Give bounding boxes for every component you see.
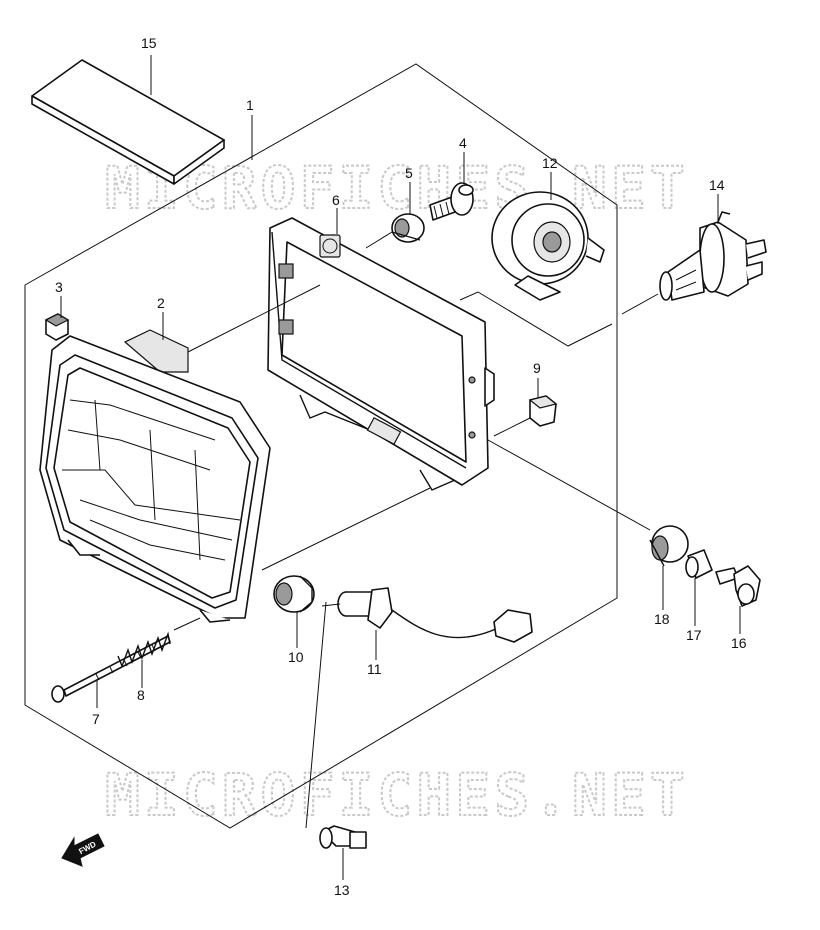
callout-7: 7 [92,711,100,727]
callout-13: 13 [334,882,350,898]
callout-9: 9 [533,360,541,376]
callout-17: 17 [686,627,702,643]
callout-3: 3 [55,279,63,295]
part-6-housing-frame[interactable] [267,217,495,491]
callout-labels: 15 1 3 2 4 5 6 12 14 9 7 8 10 11 13 18 1… [55,35,747,898]
part-11-position-lamp-socket[interactable] [337,587,533,643]
callout-12: 12 [542,155,558,171]
callout-1: 1 [246,97,254,113]
part-14-headlight-bulb[interactable] [659,211,767,301]
part-7-long-screw[interactable] [51,635,171,703]
part-5-grommet[interactable] [391,213,425,243]
part-2-headlight-unit[interactable] [39,329,271,623]
callout-6: 6 [332,192,340,208]
callout-14: 14 [709,177,725,193]
leader-lines [60,55,741,880]
forward-direction-arrow: FWD [61,833,105,867]
part-17-collar[interactable] [685,549,713,579]
part-12-socket-cover[interactable] [491,191,605,301]
part-18-grommet[interactable] [649,525,689,567]
callout-8: 8 [137,687,145,703]
callout-18: 18 [654,611,670,627]
callout-16: 16 [731,635,747,651]
callout-5: 5 [405,165,413,181]
assembly-guide-lines [173,231,659,829]
part-4-adjust-screw[interactable] [429,182,474,221]
watermark-bottom: MICROFICHES.NET [105,761,689,829]
callout-15: 15 [141,35,157,51]
part-13-position-bulb[interactable] [319,825,367,849]
assembly-boundary [24,63,618,829]
part-15-label-plate[interactable] [31,59,225,185]
part-9-speed-nut[interactable] [528,395,558,427]
part-3-clip-nut[interactable] [44,313,70,341]
callout-4: 4 [459,135,467,151]
part-16-bolt[interactable] [715,565,761,607]
callout-11: 11 [367,661,382,677]
part-8-spring[interactable] [117,631,171,668]
part-10-grommet[interactable] [273,575,315,613]
callout-2: 2 [157,295,165,311]
callout-10: 10 [288,649,304,665]
